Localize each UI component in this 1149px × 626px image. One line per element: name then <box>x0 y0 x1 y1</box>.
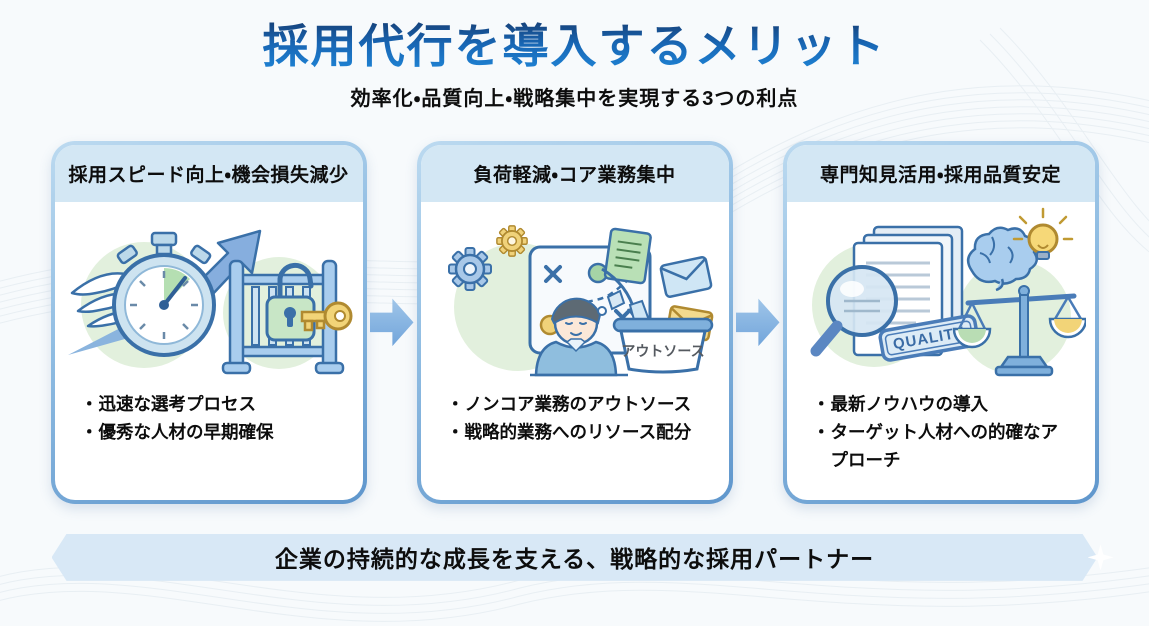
bullet-text: 優秀な人材の早期確保 <box>98 421 274 442</box>
right-arrow-icon <box>369 298 414 347</box>
speed-illustration <box>55 202 363 380</box>
planning-outsource-icon: アウトソース <box>447 225 713 377</box>
bullet-marker: ・ <box>446 421 465 442</box>
flow-arrow-gap <box>733 141 783 504</box>
bullet-marker: ・ <box>812 393 831 414</box>
bullet-text: ノンコア業務のアウトソース <box>464 393 692 414</box>
outsource-basket-label: アウトソース <box>621 343 704 359</box>
card-header: 負荷軽減・コア業務集中 <box>420 144 729 202</box>
footer-banner-text: 企業の持続的な成長を支える、戦略的な採用パートナー <box>274 546 875 573</box>
benefit-card-speed: 採用スピード向上・機会損失減少 <box>50 140 367 504</box>
card-bullets: ・ 迅速な選考プロセス ・ 優秀な人材の早期確保 <box>55 380 363 446</box>
card-bullets: ・ ノンコア業務のアウトソース ・ 戦略的業務へのリソース配分 <box>421 380 729 446</box>
bullet-text: ターゲット人材への的確なアプローチ <box>830 421 1059 470</box>
winged-stopwatch-gate-icon <box>67 229 352 375</box>
benefit-card-quality: 専門知見活用・採用品質安定 <box>782 140 1099 504</box>
bullet-item: ・ ターゲット人材への的確なアプローチ <box>813 418 1073 474</box>
bullet-marker: ・ <box>446 393 465 414</box>
page-title: 採用代行を導入するメリット <box>0 20 1149 73</box>
bullet-marker: ・ <box>80 393 99 414</box>
bullet-item: ・ 戦略的業務へのリソース配分 <box>447 418 707 446</box>
bullet-text: 最新ノウハウの導入 <box>830 393 989 414</box>
footer-banner-wrap: 企業の持続的な成長を支える、戦略的な採用パートナー <box>52 534 1114 581</box>
footer-banner: 企業の持続的な成長を支える、戦略的な採用パートナー <box>52 534 1098 581</box>
card-header: 採用スピード向上・機会損失減少 <box>54 144 363 202</box>
bullet-item: ・ 優秀な人材の早期確保 <box>81 418 341 446</box>
bullet-text: 迅速な選考プロセス <box>98 393 257 414</box>
bullet-item: ・ 最新ノウハウの導入 <box>813 390 1073 418</box>
card-bullets: ・ 最新ノウハウの導入 ・ ターゲット人材への的確なアプローチ <box>787 380 1095 474</box>
page-subtitle: 効率化・品質向上・戦略集中を実現する3つの利点 <box>350 87 799 110</box>
bullet-item: ・ ノンコア業務のアウトソース <box>447 390 707 418</box>
bullet-text: 戦略的業務へのリソース配分 <box>464 421 692 442</box>
quality-knowledge-balance-icon: QUALITY <box>810 207 1086 377</box>
workload-illustration: アウトソース <box>421 202 729 380</box>
bullet-item: ・ 迅速な選考プロセス <box>81 390 341 418</box>
benefit-card-workload: 負荷軽減・コア業務集中 <box>416 140 733 504</box>
benefit-cards-row: 採用スピード向上・機会損失減少 <box>0 140 1149 504</box>
flow-arrow-gap <box>367 141 417 504</box>
card-header: 専門知見活用・採用品質安定 <box>786 144 1095 202</box>
bullet-marker: ・ <box>80 421 99 442</box>
right-arrow-icon <box>735 298 780 347</box>
bullet-marker: ・ <box>812 421 831 442</box>
quality-illustration: QUALITY <box>787 202 1095 380</box>
page-header: 採用代行を導入するメリット 効率化・品質向上・戦略集中を実現する3つの利点 <box>0 0 1149 111</box>
